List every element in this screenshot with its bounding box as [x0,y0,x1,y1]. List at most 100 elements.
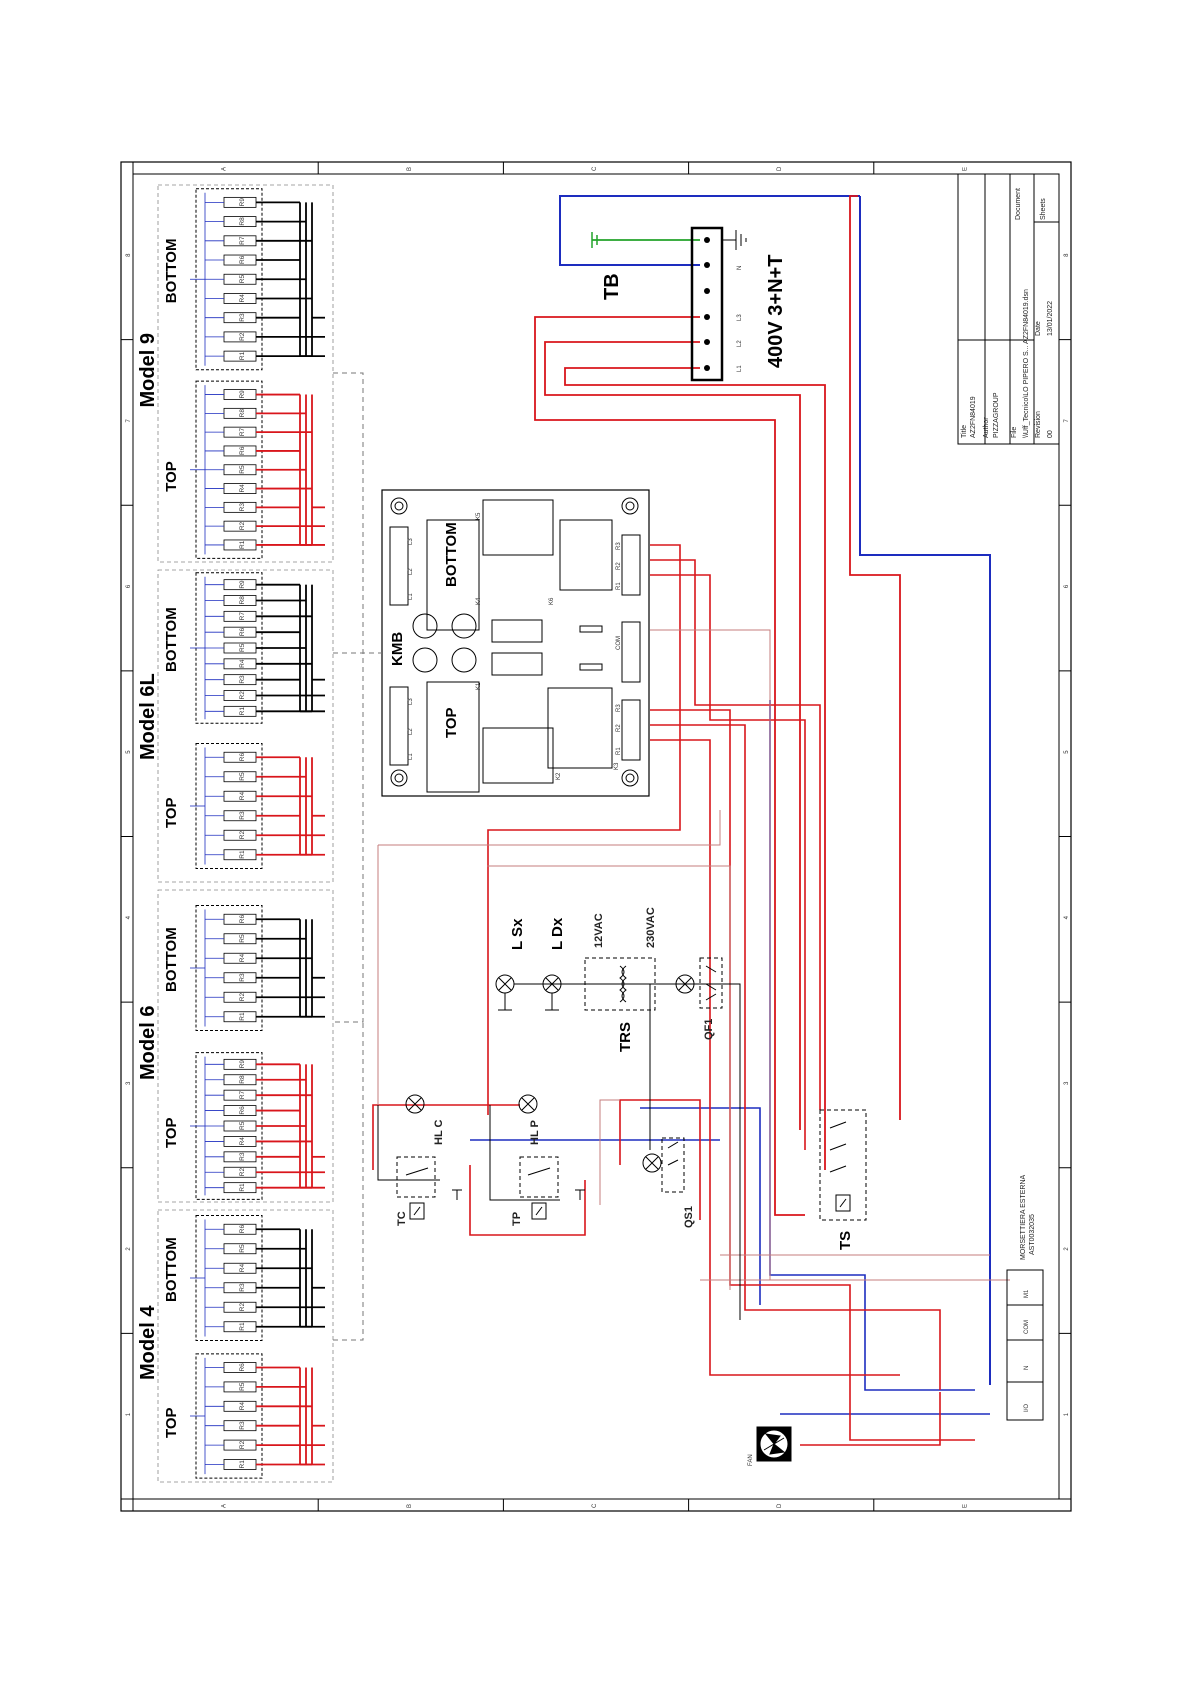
resistor-label-m1-top-1: R9 [239,390,246,399]
morsettiera-label: MORSETTIERA ESTERNA [1020,1174,1027,1260]
model-panel-3: Model 6BOTTOMTOPR6R5R4R3R2R1R9R8R7R6R5R4… [137,889,334,1203]
resistor-label-m1-bottom-7: R3 [239,313,246,322]
frame-num-left-7: 7 [126,418,132,422]
resistor-label-m2-bottom-9: R1 [239,707,246,716]
kmb-left-pin-2: L2 [408,568,414,575]
kmb-right-pin-1: R3 [616,542,622,550]
frame-letter-bottom-C: C [592,1503,598,1508]
trs-label: TRS [617,1022,634,1052]
frame-num-right-5: 5 [1064,750,1070,754]
kmb-left-pin-3: L3 [408,538,414,545]
morsettiera-pin-m1: M1 [1024,1289,1030,1298]
kmb-right-pin-2: R2 [616,562,622,570]
resistor-label-m2-bottom-3: R7 [239,612,246,621]
qs1-label: QS1 [683,1206,695,1228]
resistor-label-m1-top-8: R2 [239,521,246,530]
resistor-label-m2-top-3: R4 [239,792,246,801]
control-devices [396,957,1044,1462]
kmb-top-label: TOP [443,707,460,738]
resistor-label-m3-top-2: R8 [239,1075,246,1084]
resistor-label-m2-bottom-2: R8 [239,596,246,605]
resistor-label-m3-bottom-4: R3 [239,973,246,982]
model-bottom-label-2: BOTTOM [163,607,180,672]
tb-pin-l2: L2 [737,340,743,347]
qf1-label: QF1 [703,1019,715,1040]
lsx-label: L Sx [509,918,526,950]
model-panel-2: Model 6LBOTTOMTOPR9R8R7R6R5R4R3R2R1R6R5R… [137,569,334,883]
file-label: File [1011,427,1018,438]
frame-letter-bottom-B: B [407,1504,413,1508]
frame-letter-top-B: B [407,167,413,171]
resistor-label-m1-top-6: R4 [239,484,246,493]
ts-label: TS [837,1231,854,1250]
resistor-label-m1-bottom-6: R4 [239,294,246,303]
resistor-label-m3-top-6: R4 [239,1137,246,1146]
resistor-label-m2-bottom-7: R3 [239,675,246,684]
file-value: \\Uff_Tecnico\LO PIPERO S... AZ2FN84019.… [1023,289,1030,438]
kmb-k-label-3: K6 [549,597,555,605]
frame-num-right-1: 1 [1064,1412,1070,1416]
frame-num-right-6: 6 [1064,584,1070,588]
resistor-label-m1-bottom-5: R5 [239,275,246,284]
frame-num-right-4: 4 [1064,915,1070,919]
resistor-label-m4-top-3: R4 [239,1402,246,1411]
resistor-label-m3-top-7: R3 [239,1152,246,1161]
model-top-label-1: TOP [163,461,180,492]
kmb-k-label-4: K1 [476,682,482,690]
frame-num-left-5: 5 [126,750,132,754]
kmb-left-pin-1: L1 [408,593,414,600]
resistor-label-m4-top-4: R3 [239,1421,246,1430]
revision-label: Revision [1035,411,1042,438]
frame-letter-top-C: C [592,166,598,171]
frame-num-left-4: 4 [126,915,132,919]
resistor-label-m3-top-8: R2 [239,1168,246,1177]
kmb-left-pin-4: L1 [408,753,414,760]
frame-letter-top-A: A [222,167,228,171]
hlp-label: HL P [529,1120,541,1145]
resistor-label-m4-bottom-2: R5 [239,1244,246,1253]
frame-letter-top-D: D [777,166,783,171]
frame-num-left-1: 1 [126,1412,132,1416]
kmb-right-pin-7: R1 [616,747,622,755]
revision-value: 00 [1047,430,1054,438]
resistor-label-m1-top-9: R1 [239,540,246,549]
resistor-label-m3-bottom-2: R5 [239,934,246,943]
resistor-label-m2-top-2: R5 [239,772,246,781]
ldx-label: L Dx [549,917,566,950]
resistor-label-m3-top-4: R6 [239,1106,246,1115]
tb-pin-l1: L1 [737,365,743,372]
resistor-label-m1-bottom-2: R8 [239,217,246,226]
model-top-label-3: TOP [163,1117,180,1148]
resistor-label-m4-bottom-5: R2 [239,1303,246,1312]
kmb-right-pin-6: R2 [616,724,622,732]
supply-label: 400V 3+N+T [765,255,787,368]
author-label: Author [983,417,990,438]
resistor-label-m2-bottom-4: R6 [239,627,246,636]
kmb-k-label-1: K5 [476,512,482,520]
kmb-left-pin-6: L3 [408,698,414,705]
title-label: Title [961,425,968,438]
model-top-label-2: TOP [163,797,180,828]
model-title-4: Model 4 [137,1305,159,1380]
resistor-label-m1-bottom-1: R9 [239,198,246,207]
kmb-board: KMB BOTTOM TOP L1L2L3L1L2L3R3R2R1COMR3R2… [381,489,650,797]
resistor-label-m3-bottom-3: R4 [239,954,246,963]
frame-letter-bottom-E: E [962,1504,968,1508]
resistor-label-m2-bottom-1: R9 [239,580,246,589]
resistor-label-m2-top-5: R2 [239,831,246,840]
model-title-1: Model 9 [137,333,159,407]
resistor-label-m4-bottom-3: R4 [239,1264,246,1273]
resistor-label-m4-top-5: R2 [239,1440,246,1449]
kmb-label: KMB [389,632,406,666]
v230-label: 230VAC [645,907,657,948]
resistor-label-m2-bottom-5: R5 [239,643,246,652]
frame-num-left-2: 2 [126,1247,132,1251]
resistor-label-m1-bottom-9: R1 [239,351,246,360]
morsettiera-pin-io: I/O [1024,1404,1030,1412]
title-value: AZ2FN84019 [970,396,977,438]
morsettiera-pin-n: N [1024,1366,1030,1370]
